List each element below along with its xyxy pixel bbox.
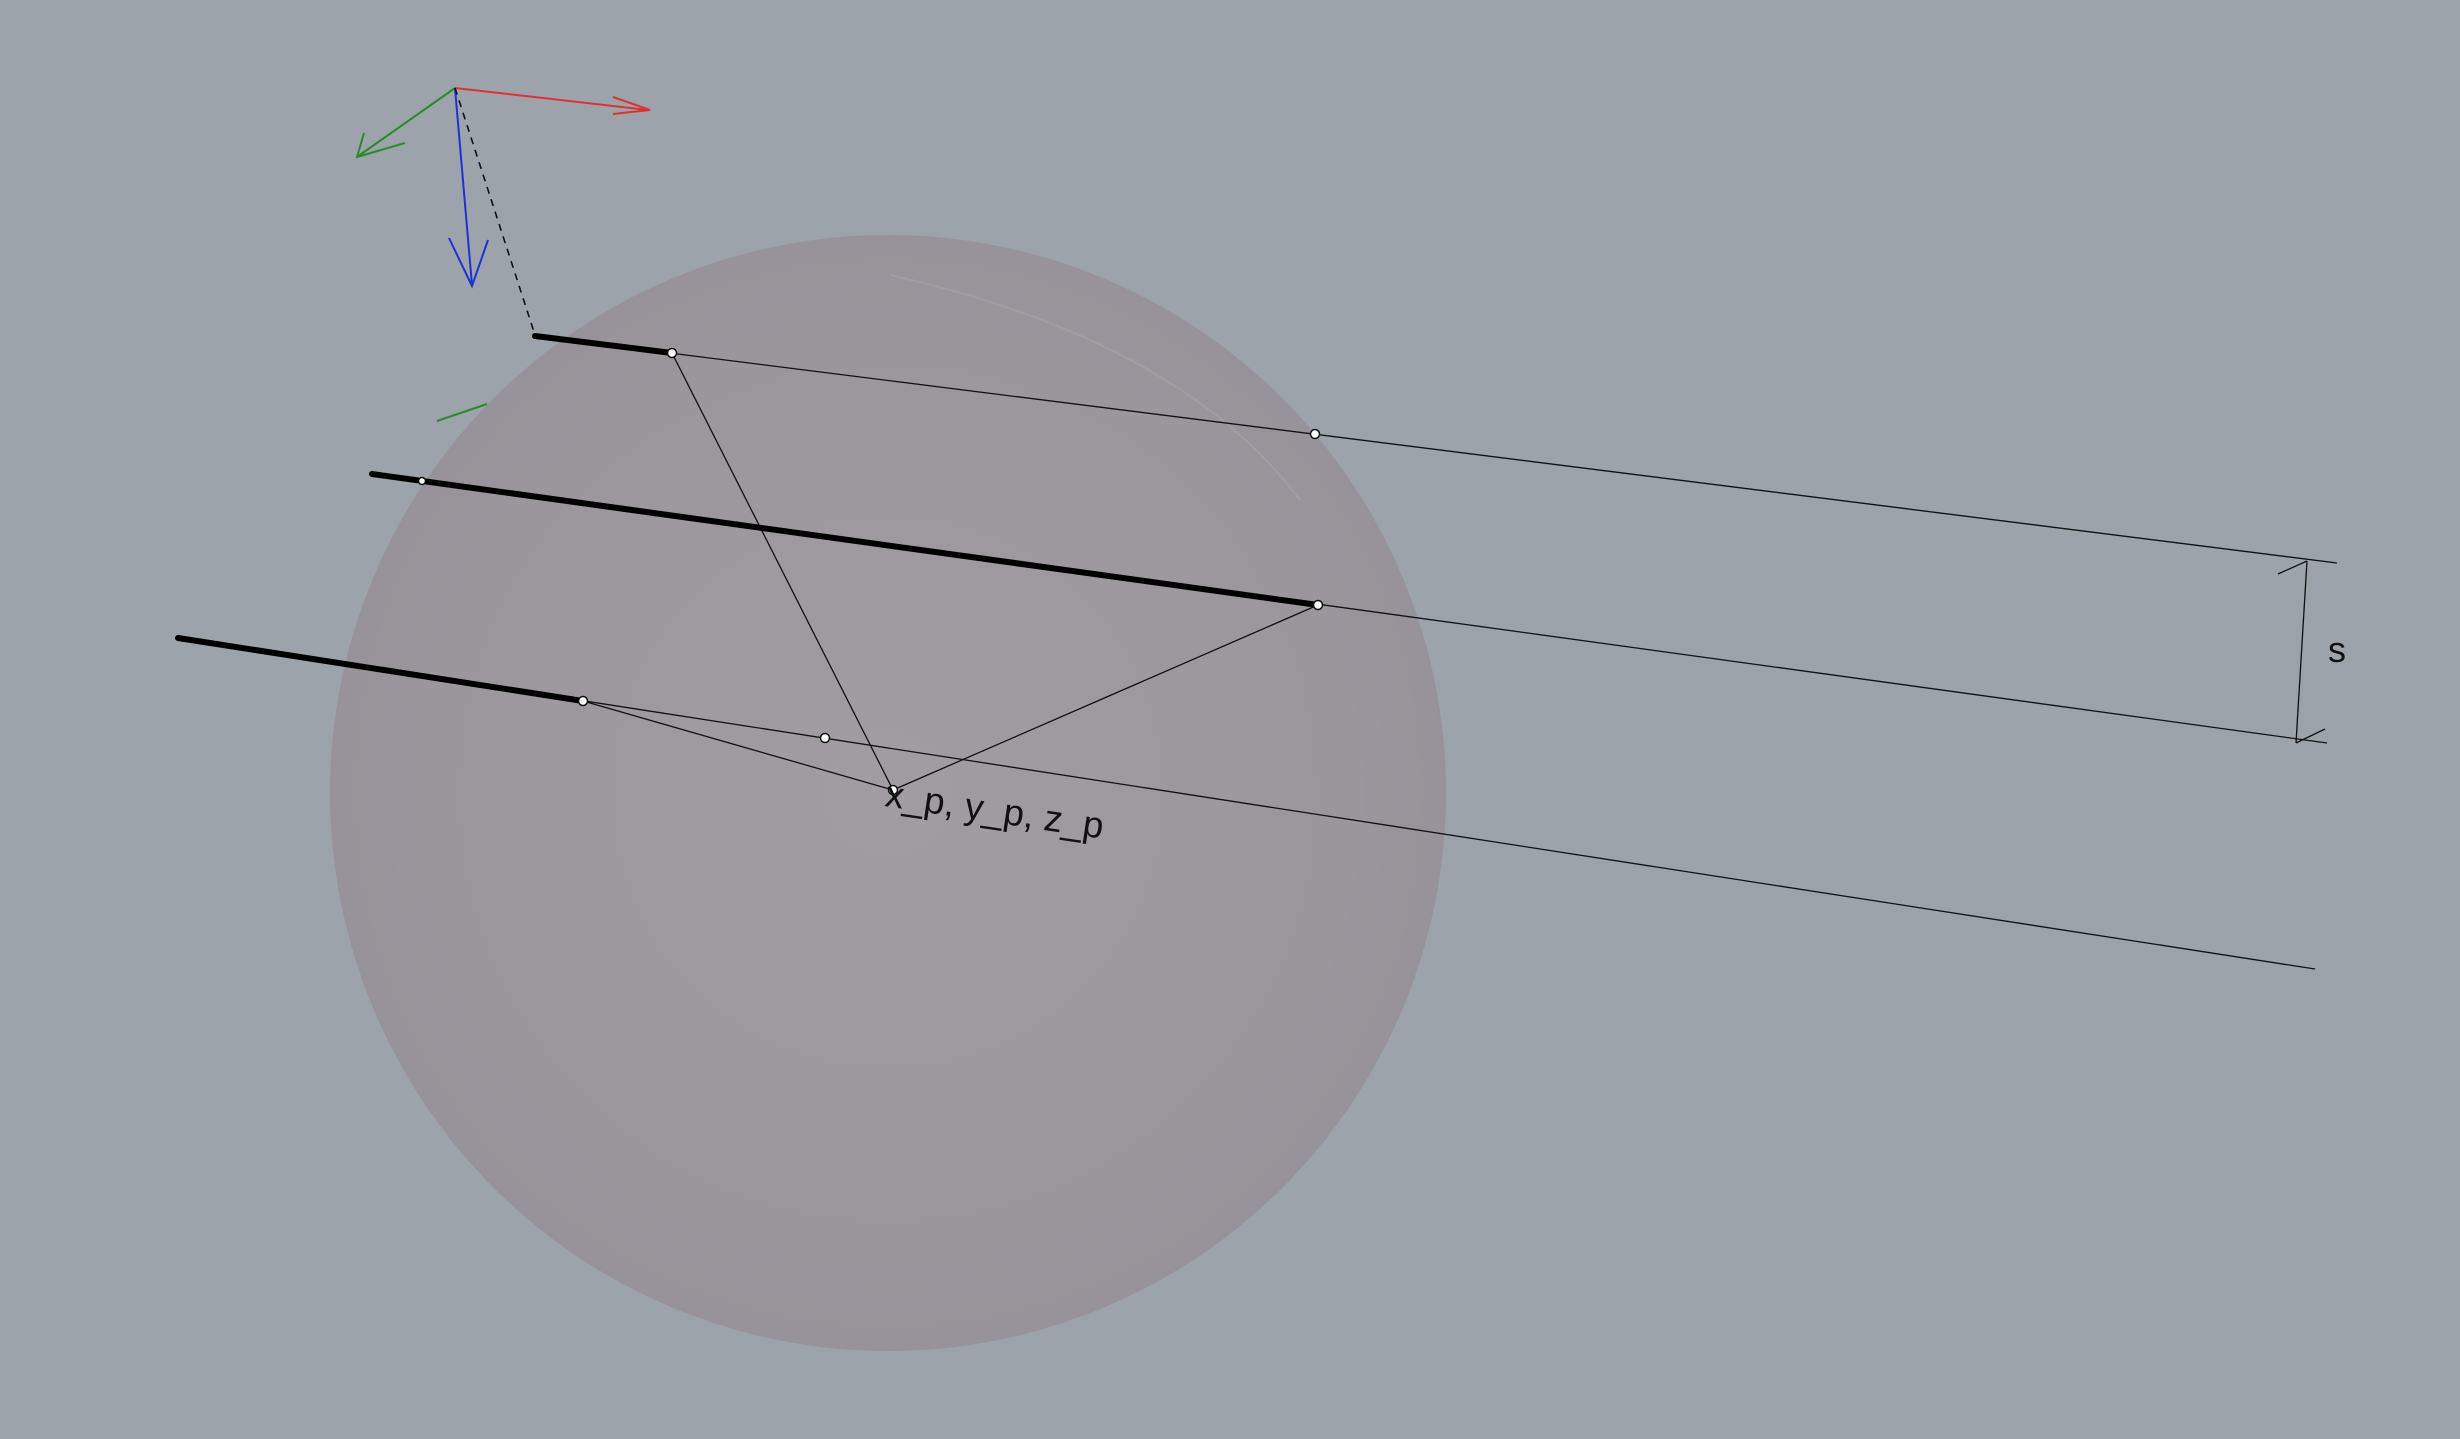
green-tick [436, 403, 488, 422]
vertex-icon[interactable] [1312, 599, 1324, 611]
z-axis-arrow [454, 87, 473, 286]
sphere-highlight-arc [889, 274, 1301, 501]
sphere[interactable] [330, 235, 1446, 1351]
ray-top[interactable] [532, 333, 675, 356]
rays [175, 333, 1321, 704]
ray-bottom[interactable] [175, 635, 586, 704]
vertex-markers [417, 347, 1324, 796]
vertex-icon[interactable] [577, 695, 589, 707]
y-axis-arrowhead [355, 132, 406, 159]
axis-gizmo-icon[interactable] [355, 87, 651, 336]
x-axis-arrowhead [612, 96, 651, 115]
vertex-icon[interactable] [819, 732, 831, 744]
gizmo-dashed-leader [454, 87, 536, 336]
z-axis-arrowhead [448, 237, 489, 289]
dimension-s[interactable] [2277, 560, 2326, 744]
vertex-icon[interactable] [887, 784, 899, 796]
y-axis-arrow [356, 87, 456, 158]
ray-middle[interactable] [369, 471, 1321, 608]
vertex-icon[interactable] [1309, 428, 1321, 440]
x-axis-arrow [454, 87, 649, 111]
vertex-icon[interactable] [666, 347, 678, 359]
spacing-label: s [2328, 629, 2346, 670]
vertex-icon[interactable] [417, 476, 427, 486]
